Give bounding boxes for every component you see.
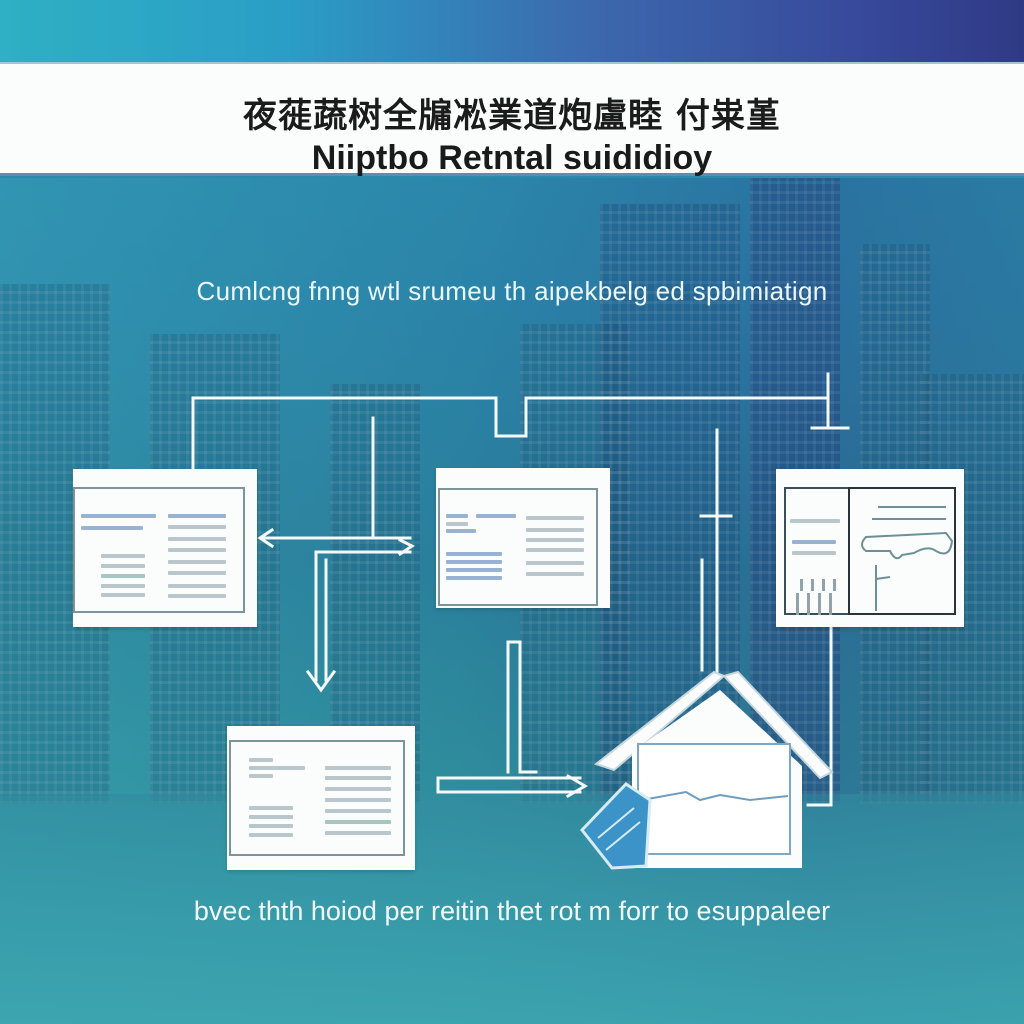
footer-caption: bvec thth hoiod per reitin thet rot m fo… (193, 896, 831, 926)
title-banner: 夜蓰蔬树全牖凇業道炮盧睦 付粜堇 Niiptbo Retntal suididi… (0, 62, 1024, 177)
map-outline-icon (861, 506, 954, 611)
bar-marks (796, 593, 840, 615)
document-card-center (436, 468, 610, 608)
cjk-title: 夜蓰蔬树全牖凇業道炮盧睦 付粜堇 (243, 96, 781, 136)
document-card-bottom (227, 726, 415, 870)
page-title: Niiptbo Retntal suididioy (311, 139, 713, 177)
map-panel (848, 487, 956, 615)
top-gradient-band (0, 0, 1024, 62)
subtitle: Cumlcng fnng wtl srumeu th aipekbelg ed … (196, 276, 828, 306)
bar-marks (800, 579, 840, 591)
document-card-right-map (776, 469, 964, 627)
document-card-left (73, 469, 257, 627)
